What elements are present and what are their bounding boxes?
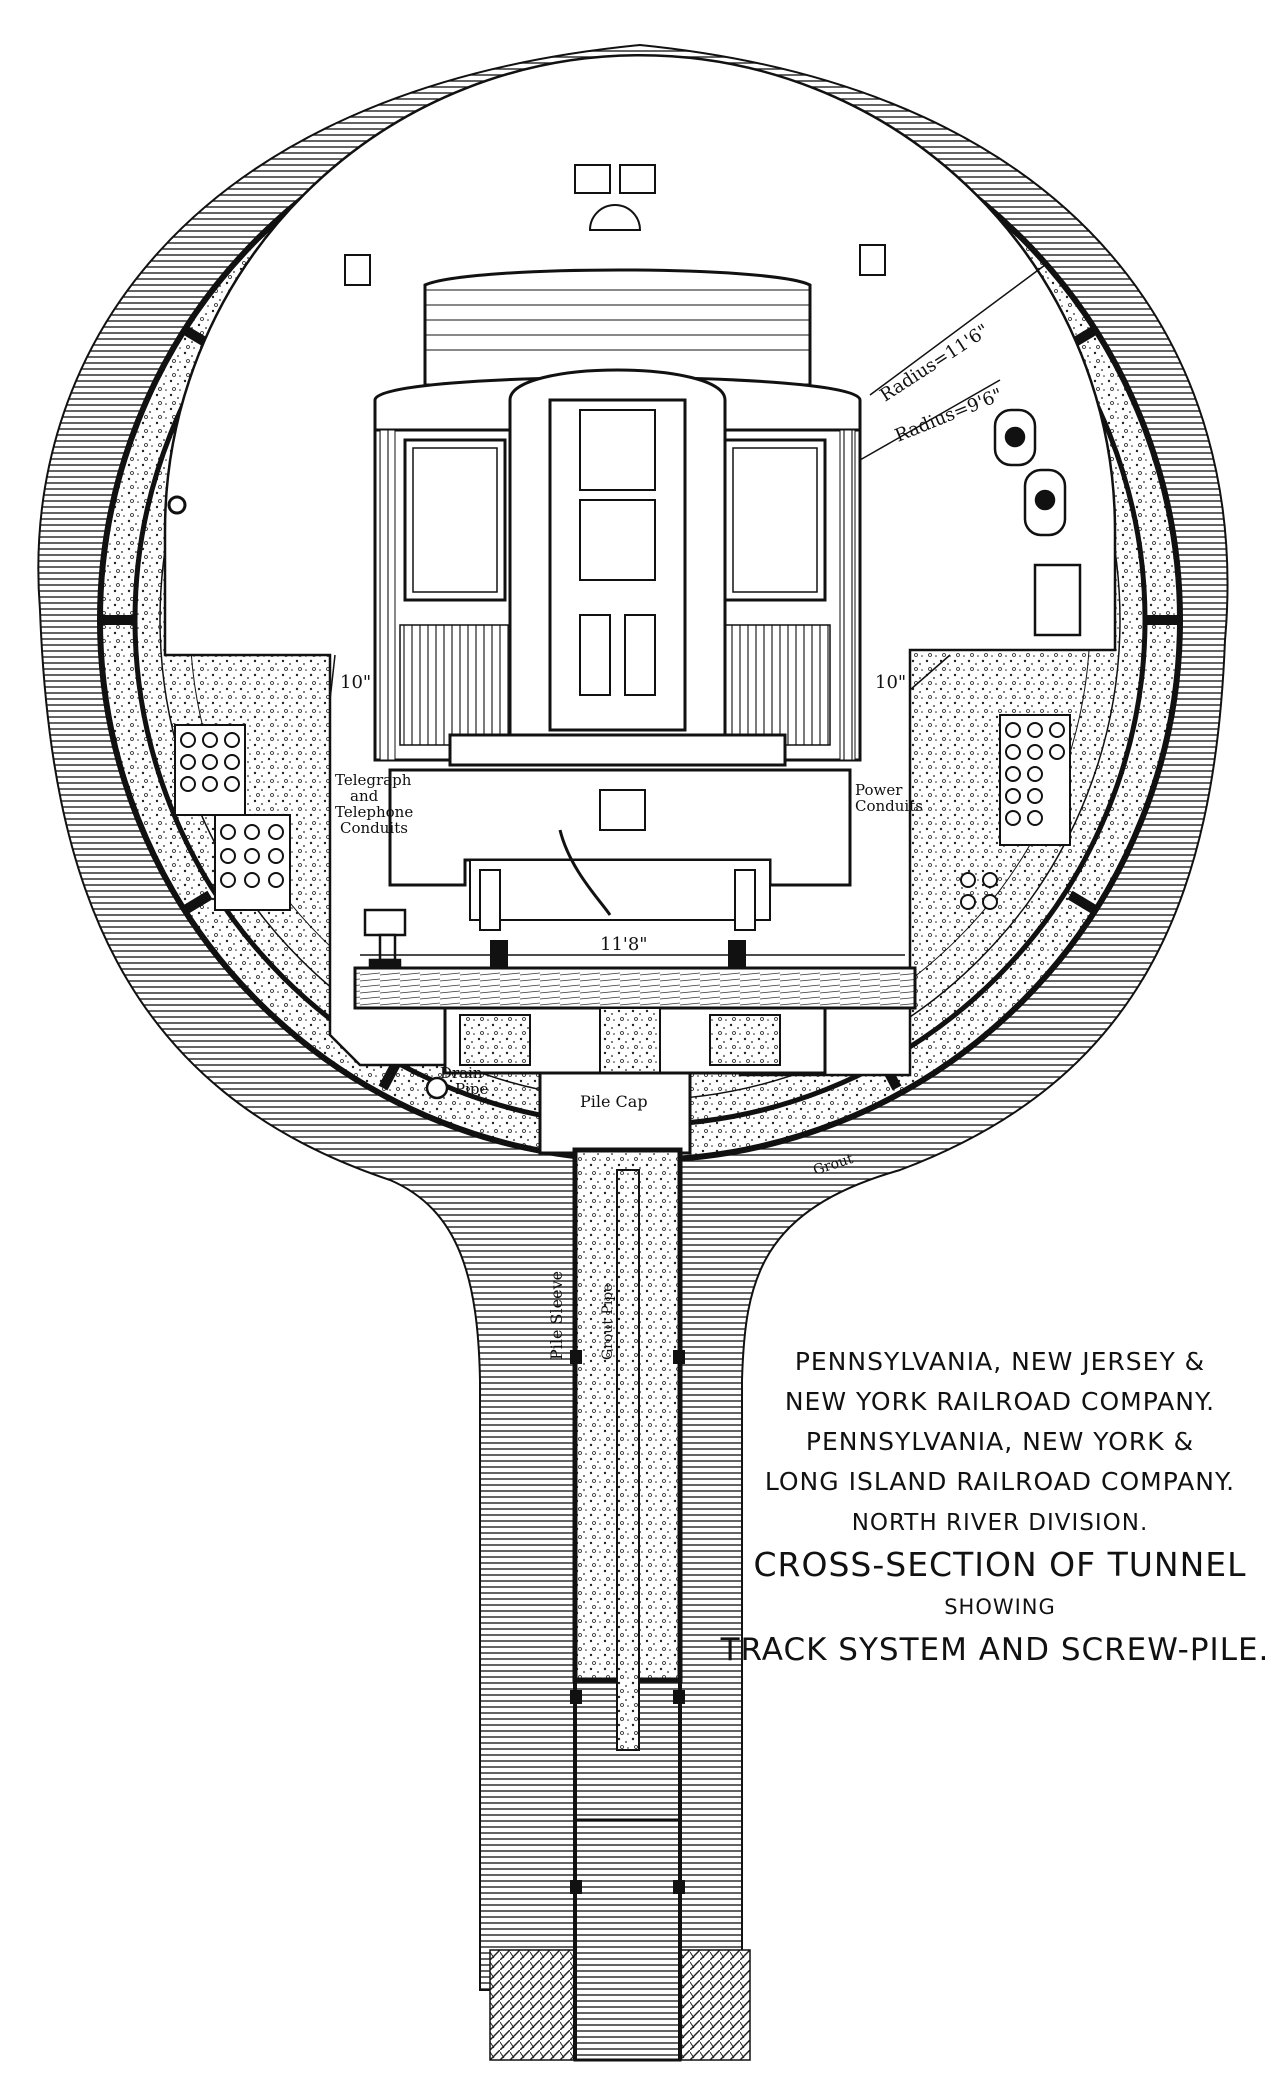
svg-text:Telephone: Telephone	[335, 803, 413, 821]
svg-text:Conduits: Conduits	[855, 797, 923, 815]
ceiling-fixtures	[167, 164, 886, 515]
car-roof	[423, 268, 812, 387]
radius-leaders	[329, 264, 1046, 701]
svg-text:and: and	[350, 787, 379, 805]
power-conduits-label: Power Conduits	[855, 781, 923, 815]
gauge-label: 11'8"	[600, 934, 648, 955]
telegraph-conduits-label: Telegraph and Telephone Conduits	[335, 771, 413, 837]
title-block: PENNSYLVANIA, NEW JERSEY & NEW YORK RAIL…	[720, 1347, 1270, 1668]
pile-cap-label: Pile Cap	[580, 1092, 648, 1111]
drain-pipe	[425, 1076, 449, 1100]
rails	[490, 940, 746, 968]
track-tie	[353, 966, 917, 1010]
clearance-right-label: 10"	[875, 672, 906, 693]
title-line-8: TRACK SYSTEM AND SCREW-PILE.	[720, 1632, 1270, 1668]
power-conduit-bank	[960, 714, 1071, 910]
svg-text:Conduits: Conduits	[340, 819, 408, 837]
svg-text:Power: Power	[855, 781, 903, 799]
svg-text:Drain: Drain	[440, 1064, 483, 1082]
pile-cap	[538, 1071, 692, 1155]
drain-pipe-label: Drain Pipe	[440, 1064, 488, 1098]
title-line-3: PENNSYLVANIA, NEW YORK &	[806, 1427, 1194, 1456]
signal-lights	[993, 408, 1082, 637]
stringer-bolts	[459, 1007, 781, 1074]
telegraph-conduit-bank	[174, 724, 291, 911]
pile-sleeve-label: Pile Sleeve	[547, 1271, 566, 1360]
svg-text:Telegraph: Telegraph	[335, 771, 412, 789]
grout-pipe	[616, 1169, 640, 1751]
title-line-4: LONG ISLAND RAILROAD COMPANY.	[765, 1467, 1235, 1496]
pile-couplings	[570, 1350, 685, 1894]
title-line-7: SHOWING	[944, 1595, 1056, 1619]
pile-lower	[573, 1818, 682, 2062]
grout-pipe-label: Grout Pipe	[600, 1283, 616, 1360]
title-line-2: NEW YORK RAILROAD COMPANY.	[785, 1387, 1215, 1416]
clearance-left-label: 10"	[340, 672, 371, 693]
title-line-5: NORTH RIVER DIVISION.	[852, 1510, 1149, 1536]
title-line-6: CROSS-SECTION OF TUNNEL	[754, 1545, 1247, 1584]
svg-text:Pipe: Pipe	[455, 1080, 488, 1098]
railway-car	[373, 268, 862, 931]
title-line-1: PENNSYLVANIA, NEW JERSEY &	[795, 1347, 1205, 1376]
car-platform	[448, 733, 787, 767]
